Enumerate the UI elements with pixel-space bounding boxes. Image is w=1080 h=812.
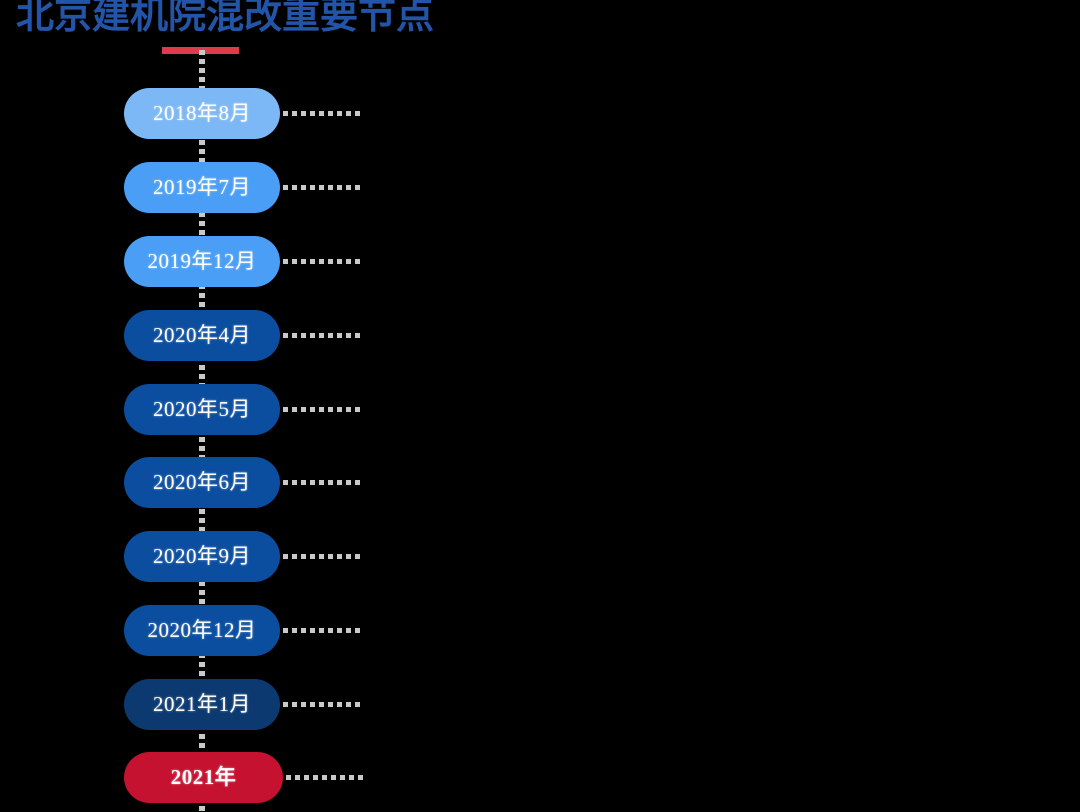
timeline-node-label: 2019年12月	[147, 249, 257, 273]
timeline-node-pill[interactable]: 2020年6月	[124, 457, 280, 508]
timeline-node-connector-dashed-line	[283, 628, 361, 633]
timeline-node-label: 2021年	[170, 765, 237, 789]
timeline-node-label: 2019年7月	[153, 175, 251, 199]
timeline-node-connector-dashed-line	[283, 480, 361, 485]
timeline-node-pill[interactable]: 2020年4月	[124, 310, 280, 361]
timeline-node-connector-dashed-line	[283, 333, 361, 338]
timeline-node-pill[interactable]: 2021年1月	[124, 679, 280, 730]
timeline-node-pill[interactable]: 2020年12月	[124, 605, 280, 656]
timeline-node-label: 2021年1月	[153, 692, 251, 716]
timeline-node-connector-dashed-line	[283, 702, 361, 707]
timeline-node-pill[interactable]: 2020年5月	[124, 384, 280, 435]
timeline-node-label: 2020年4月	[153, 323, 251, 347]
timeline-node-label: 2020年9月	[153, 544, 251, 568]
timeline-node-connector-dashed-line	[283, 259, 361, 264]
timeline-node-pill[interactable]: 2020年9月	[124, 531, 280, 582]
page-title: 北京建机院混改重要节点	[16, 0, 435, 37]
timeline-node-connector-dashed-line	[283, 185, 361, 190]
timeline-node-connector-dashed-line	[283, 554, 361, 559]
timeline-node-label: 2018年8月	[153, 101, 251, 125]
timeline-node-label: 2020年12月	[147, 618, 257, 642]
timeline-node-connector-dashed-line	[283, 407, 361, 412]
timeline-node-pill[interactable]: 2021年	[124, 752, 283, 803]
timeline-node-connector-dashed-line	[286, 775, 364, 780]
timeline-node-pill[interactable]: 2019年12月	[124, 236, 280, 287]
timeline-node-connector-dashed-line	[283, 111, 361, 116]
timeline-node-label: 2020年5月	[153, 397, 251, 421]
timeline-node-pill[interactable]: 2018年8月	[124, 88, 280, 139]
timeline-node-label: 2020年6月	[153, 470, 251, 494]
timeline-node-pill[interactable]: 2019年7月	[124, 162, 280, 213]
